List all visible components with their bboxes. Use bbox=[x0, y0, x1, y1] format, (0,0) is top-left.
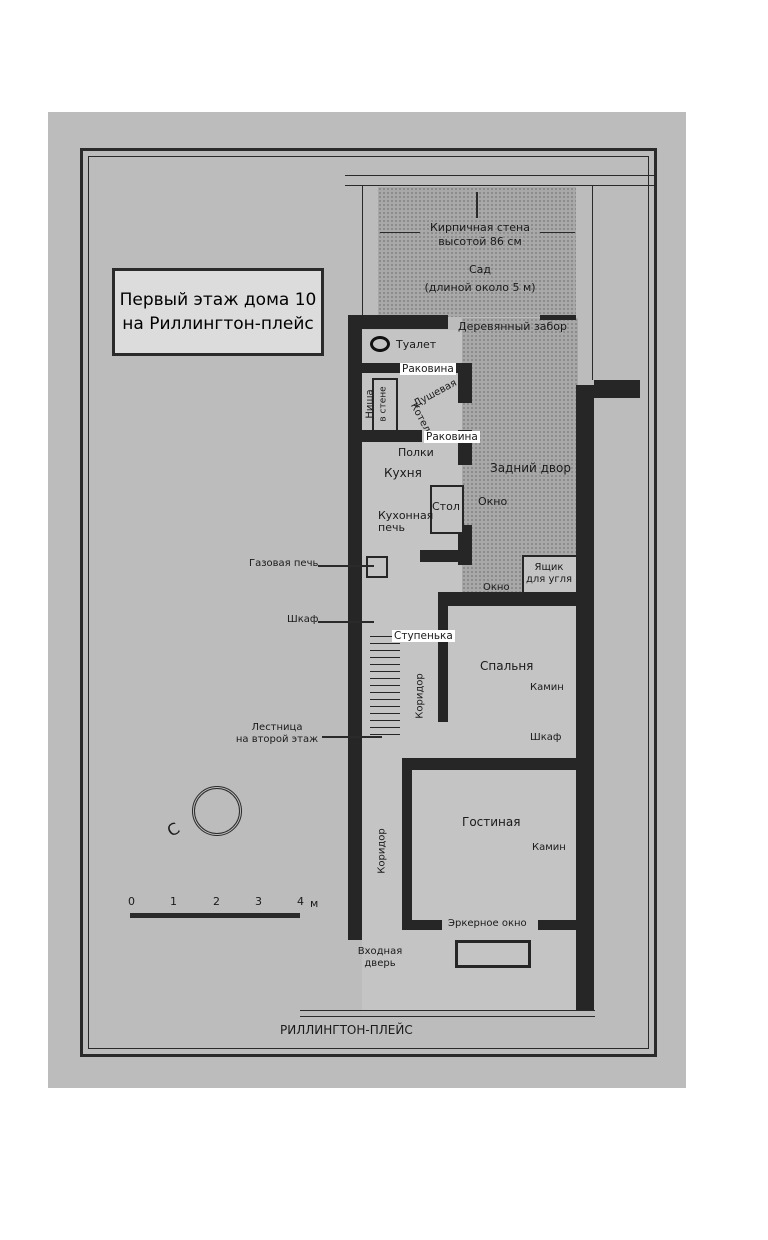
street-line bbox=[300, 1016, 595, 1017]
scale-bar bbox=[130, 913, 300, 918]
scale-tick-1: 1 bbox=[170, 895, 177, 908]
sink-label-2: Раковина bbox=[424, 431, 480, 443]
toilet-label: Туалет bbox=[396, 338, 437, 351]
bay-window bbox=[455, 940, 531, 968]
bay-wall bbox=[402, 920, 442, 930]
niche-label: Ниша bbox=[364, 389, 376, 419]
stove-label-2: печь bbox=[378, 521, 405, 534]
bay-wall bbox=[538, 920, 578, 930]
street-line bbox=[300, 1010, 595, 1011]
fireplace-label-2: Камин bbox=[532, 842, 566, 853]
outer-frame bbox=[80, 148, 657, 1057]
gas-stove-label: Газовая печь bbox=[249, 558, 319, 569]
dimension-arrow bbox=[540, 232, 575, 233]
left-wall bbox=[348, 315, 362, 940]
garden-line bbox=[345, 175, 655, 176]
kitchen-label: Кухня bbox=[384, 466, 422, 480]
backyard-label: Задний двор bbox=[490, 461, 571, 475]
inner-frame bbox=[88, 156, 649, 1049]
fence-label: Деревянный забор bbox=[458, 320, 568, 333]
title-line-2: на Риллингтон-плейс bbox=[122, 314, 314, 334]
cupboard-label-2: Шкаф bbox=[530, 732, 562, 743]
coal-box-label: Ящик bbox=[534, 562, 564, 573]
garden-line bbox=[345, 185, 655, 186]
backyard-area bbox=[462, 318, 578, 598]
street-label: РИЛЛИНГТОН-ПЛЕЙС bbox=[280, 1023, 413, 1037]
wall-line bbox=[592, 185, 593, 380]
scale-tick-0: 0 bbox=[128, 895, 135, 908]
gas-stove-box bbox=[366, 556, 388, 578]
window-label: Окно bbox=[478, 495, 508, 508]
staircase bbox=[370, 630, 400, 740]
bedroom-left-wall bbox=[438, 592, 448, 722]
front-door-label-2: дверь bbox=[364, 958, 396, 969]
dimension-arrow bbox=[380, 232, 420, 233]
right-wall bbox=[576, 385, 594, 1010]
dimension-arrow bbox=[476, 192, 478, 218]
scale-tick-2: 2 bbox=[213, 895, 220, 908]
table bbox=[430, 485, 464, 534]
wall-line bbox=[362, 185, 363, 315]
scale-unit: м bbox=[310, 897, 319, 910]
sink-label: Раковина bbox=[400, 363, 456, 375]
pointer-line bbox=[322, 736, 382, 738]
wall bbox=[420, 550, 472, 562]
living-left-wall bbox=[402, 758, 412, 928]
step-label: Ступенька bbox=[392, 630, 455, 642]
stove-label: Кухонная bbox=[378, 509, 434, 522]
niche-label-2: в стене bbox=[378, 386, 389, 422]
garden-length-label: (длиной около 5 м) bbox=[424, 281, 536, 294]
wall bbox=[362, 430, 422, 442]
stairs-label-2: на второй этаж bbox=[235, 734, 319, 745]
fireplace-label: Камин bbox=[530, 682, 564, 693]
coal-box bbox=[522, 555, 578, 594]
neighbour-wall bbox=[594, 380, 640, 398]
compass-rose-icon bbox=[192, 786, 242, 836]
pointer-line bbox=[318, 565, 374, 567]
stairs-label: Лестница bbox=[251, 722, 303, 733]
wall bbox=[458, 363, 472, 403]
brick-wall-label: Кирпичная стена bbox=[430, 221, 530, 234]
living-top-wall bbox=[402, 758, 578, 770]
bedroom-label: Спальня bbox=[480, 659, 534, 673]
front-door-label: Входная bbox=[357, 946, 403, 957]
window-label-2: Окно bbox=[483, 582, 510, 593]
pointer-line bbox=[318, 621, 374, 623]
table-label: Стол bbox=[432, 500, 460, 513]
plan-title: Первый этаж дома 10 на Риллингтон-плейс bbox=[112, 268, 324, 356]
shelves-label: Полки bbox=[398, 446, 434, 459]
coal-box-label-2: для угля bbox=[525, 574, 573, 585]
cupboard-label: Шкаф bbox=[287, 614, 319, 625]
scale-tick-3: 3 bbox=[255, 895, 262, 908]
toilet-icon bbox=[370, 336, 390, 352]
top-wall bbox=[348, 315, 448, 329]
title-line-1: Первый этаж дома 10 bbox=[119, 290, 317, 310]
bay-window-label: Эркерное окно bbox=[448, 918, 527, 929]
fence bbox=[540, 315, 576, 320]
corridor-label-2: Коридор bbox=[376, 828, 388, 874]
scale-tick-4: 4 bbox=[297, 895, 304, 908]
corridor-label: Коридор bbox=[414, 673, 426, 719]
garden-label: Сад bbox=[468, 263, 492, 276]
bedroom-top-wall bbox=[438, 592, 578, 606]
wall-height-label: высотой 86 см bbox=[438, 235, 522, 248]
living-room-label: Гостиная bbox=[462, 815, 521, 829]
niche-box bbox=[372, 378, 398, 432]
